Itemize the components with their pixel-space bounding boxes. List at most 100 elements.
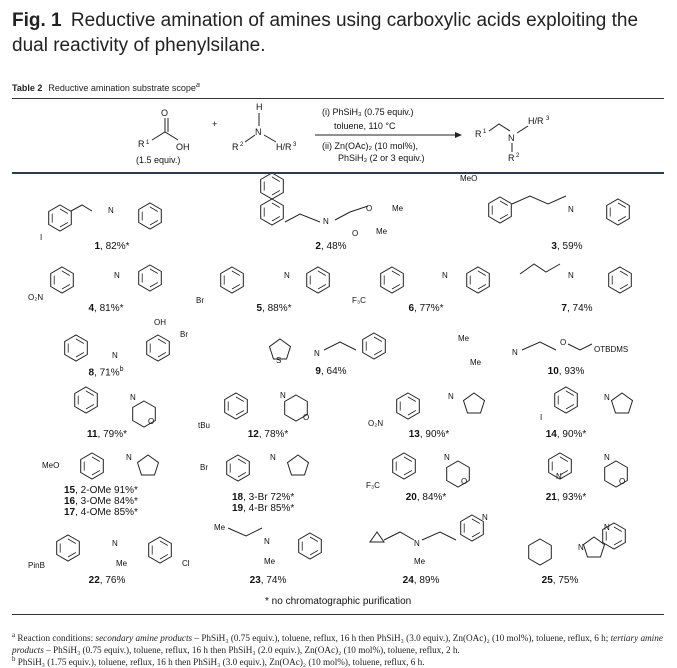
entry-14-label: 14, 90%*: [545, 429, 587, 440]
svg-text:Me: Me: [414, 557, 426, 566]
svg-text:N: N: [568, 271, 574, 280]
entry-23-label: 23, 74%: [249, 575, 287, 586]
structure-15-17: MeO N: [42, 452, 159, 480]
svg-text:I: I: [540, 413, 542, 422]
cond-4: PhSiH₃ (2 or 3 equiv.): [338, 153, 425, 163]
svg-text:N: N: [323, 217, 329, 226]
svg-text:N: N: [130, 393, 136, 402]
figure-title-text: Reductive amination of amines using carb…: [12, 10, 639, 56]
structure-18-19: Br N: [200, 453, 309, 482]
structure-24: N Me N: [369, 513, 488, 566]
purification-note: * no chromatographic purification: [265, 596, 412, 607]
svg-text:F₃C: F₃C: [366, 481, 380, 490]
acid-o: O: [161, 108, 168, 118]
structure-6: F₃C N: [352, 266, 490, 305]
svg-text:N: N: [604, 453, 610, 462]
product-r2: R: [508, 153, 515, 163]
structure-3: MeO N: [460, 174, 630, 226]
structure-21: N N O: [548, 452, 628, 488]
cond-2: toluene, 110 °C: [334, 121, 396, 131]
structure-20: F₃C N O: [366, 452, 470, 490]
svg-text:N: N: [270, 453, 276, 462]
structure-4: O₂N N: [28, 264, 162, 302]
svg-text:N: N: [112, 539, 118, 548]
entry-12-label: 12, 78%*: [247, 429, 289, 440]
svg-text:O: O: [148, 417, 154, 426]
scheme-drawing: O R 1 OH (1.5 equiv.) + H N R 2 H/R 3 (i…: [28, 102, 633, 570]
plus-sign: +: [212, 119, 217, 129]
footnote-b: b PhSiH₃ (1.75 equiv.), toluene, reflux,…: [12, 655, 425, 668]
acid-oh: OH: [176, 142, 190, 152]
entry-4-label: 4, 81%*: [88, 303, 124, 314]
svg-text:N: N: [314, 349, 320, 358]
table-caption-text: Reductive amination substrate scope: [48, 83, 196, 93]
entry-5-label: 5, 88%*: [256, 303, 292, 314]
svg-text:N: N: [556, 472, 562, 481]
structure-13: O₂N N: [368, 392, 485, 428]
product-amine: R 1 N H/R 3 R 2: [475, 116, 550, 163]
atom-i: I: [40, 233, 42, 242]
svg-text:MeO: MeO: [460, 174, 477, 183]
entry-10-label: 10, 93%: [547, 366, 585, 377]
entry-9-label: 9, 64%: [315, 366, 347, 377]
entry-20-label: 20, 84%*: [405, 492, 447, 503]
svg-text:N: N: [604, 523, 610, 532]
entry-21-label: 21, 93%*: [545, 492, 587, 503]
structure-14: I N: [540, 386, 633, 422]
entry-3-label: 3, 59%: [551, 241, 583, 252]
svg-text:3: 3: [293, 142, 297, 148]
entry-25-label: 25, 75%: [541, 575, 579, 586]
svg-text:N: N: [114, 271, 120, 280]
entry-1-label: 1, 82%*: [94, 241, 130, 252]
svg-text:O: O: [352, 229, 358, 238]
entry-8-label: 8, 71%b: [88, 366, 124, 379]
table-label: Table 2: [12, 83, 43, 93]
structure-12: tBu N O: [198, 391, 309, 430]
svg-text:Me: Me: [264, 557, 276, 566]
svg-text:N: N: [112, 351, 118, 360]
table-caption: Table 2 Reductive amination substrate sco…: [12, 82, 200, 93]
svg-text:N: N: [444, 453, 450, 462]
svg-text:2: 2: [516, 153, 520, 159]
svg-text:Me: Me: [116, 559, 128, 568]
structure-23: Me N Me: [214, 523, 322, 566]
scheme-divider-rule: [12, 172, 664, 174]
svg-text:N: N: [604, 393, 610, 402]
svg-text:O: O: [560, 338, 566, 347]
structure-22: PinB N Me Cl: [28, 534, 190, 570]
svg-text:N: N: [568, 205, 574, 214]
svg-text:N: N: [442, 271, 448, 280]
structure-9: S N: [269, 332, 386, 365]
svg-text:O₂N: O₂N: [28, 293, 43, 302]
cond-1: (i) PhSiH₃ (0.75 equiv.): [322, 107, 414, 117]
structure-5: Br N: [196, 266, 330, 305]
footnote-a: a Reaction conditions: secondary amine p…: [12, 631, 663, 656]
product-r3: H/R: [528, 116, 544, 126]
svg-text:N: N: [280, 391, 286, 400]
svg-text:OTBDMS: OTBDMS: [594, 345, 628, 354]
structure-25: N N: [528, 522, 626, 566]
svg-text:N: N: [126, 453, 132, 462]
svg-text:PinB: PinB: [28, 561, 45, 570]
amine-r2: R: [232, 142, 239, 152]
svg-text:Br: Br: [200, 463, 208, 472]
atom-n: N: [108, 206, 114, 215]
svg-text:Br: Br: [196, 296, 204, 305]
table-top-rule: [12, 98, 664, 99]
svg-text:OH: OH: [154, 318, 166, 327]
reaction-conditions: (i) PhSiH₃ (0.75 equiv.) toluene, 110 °C…: [315, 107, 462, 163]
svg-text:O₂N: O₂N: [368, 419, 383, 428]
entry-2-label: 2, 48%: [315, 241, 347, 252]
entry-7-label: 7, 74%: [561, 303, 593, 314]
reaction-scheme: O R 1 OH (1.5 equiv.) + H N R 2 H/R 3 (i…: [136, 102, 550, 165]
svg-text:1: 1: [483, 129, 487, 135]
amine-reagent: H N R 2 H/R 3: [232, 102, 297, 152]
structure-11: N O: [74, 386, 156, 428]
structure-1: I N: [40, 202, 162, 242]
figure-label: Fig. 1: [12, 10, 62, 31]
svg-text:N: N: [482, 513, 488, 522]
svg-text:N: N: [414, 539, 420, 548]
svg-text:1: 1: [146, 140, 150, 146]
